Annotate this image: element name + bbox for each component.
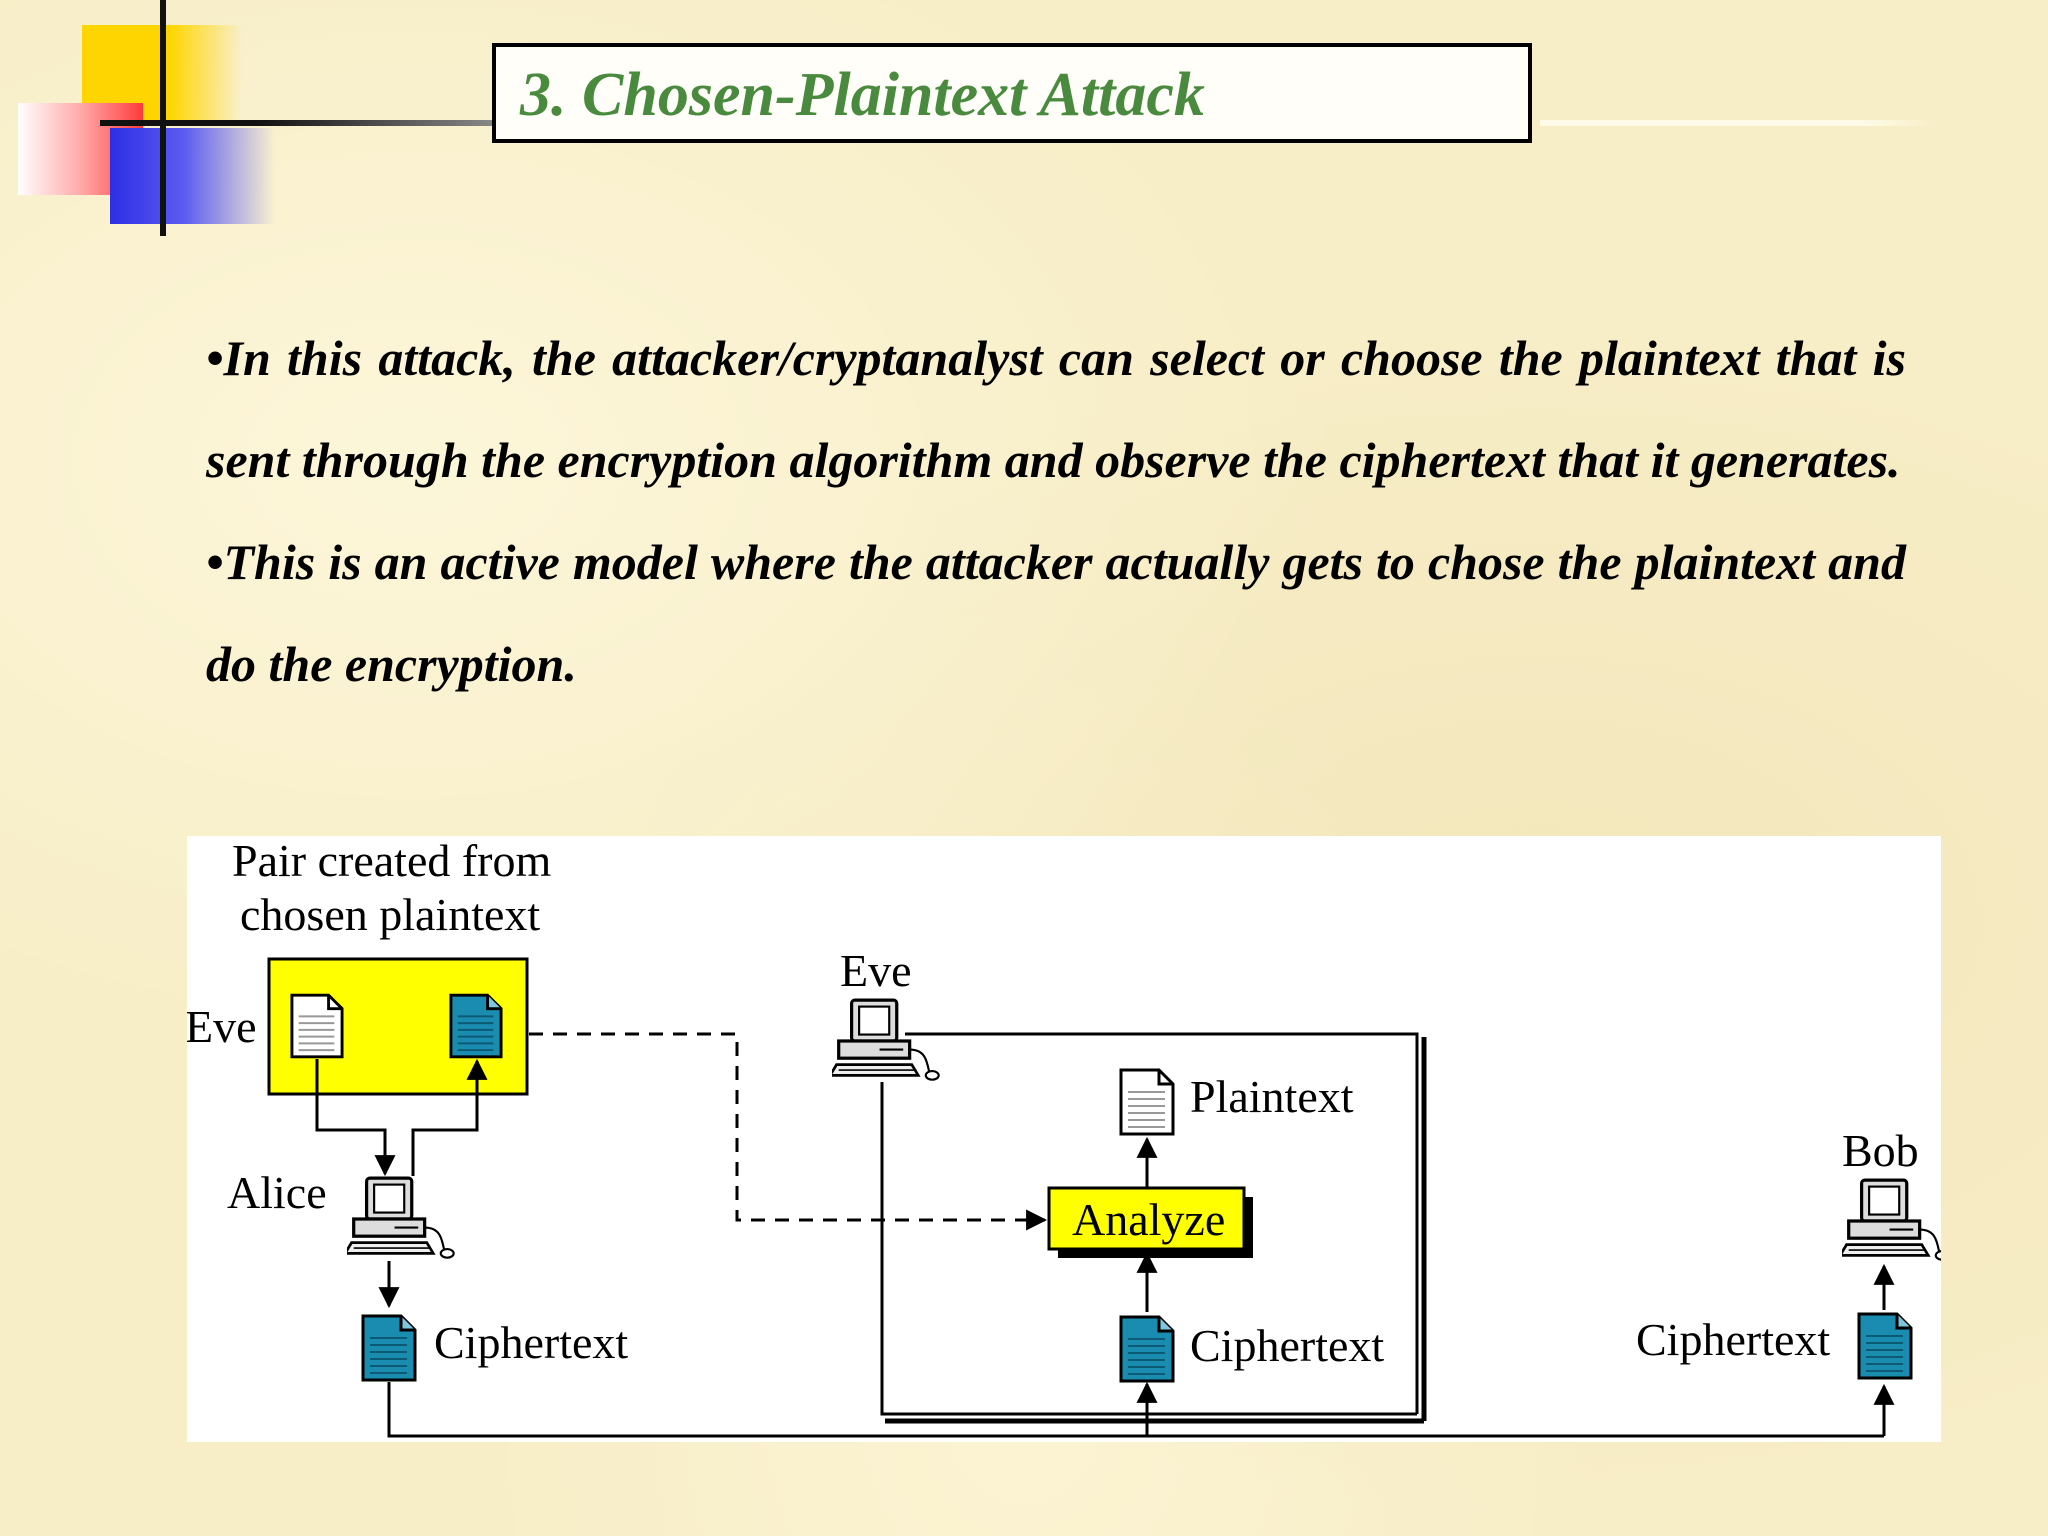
bullet-1: •In this attack, the attacker/cryptanaly… [206,330,1906,488]
ciphertext-label-right: Ciphertext [1636,1314,1830,1365]
alice-label: Alice [227,1167,327,1218]
ciphertext-doc-right-icon [1857,1312,1913,1380]
analyze-box [1047,1186,1246,1251]
slide-body: •In this attack, the attacker/cryptanaly… [206,307,1906,715]
decor-blue-square [110,128,275,224]
bob-label: Bob [1842,1125,1919,1176]
analyze-label: Analyze [1072,1194,1225,1245]
eve-computer-icon [832,998,940,1082]
pair-label-line1: Pair created from [232,836,552,886]
eve-label-top: Eve [840,945,912,996]
decor-vertical-line [160,0,166,236]
title-box: 3. Chosen-Plaintext Attack [492,43,1532,143]
alice-computer-icon [347,1176,455,1260]
decor-horizontal-line-right [1540,120,1940,126]
bob-computer-icon [1842,1178,1941,1262]
ciphertext-label-left: Ciphertext [434,1317,628,1368]
plaintext-doc-mid-icon [1119,1068,1175,1136]
decor-horizontal-line [100,120,495,126]
plaintext-doc-icon [290,993,344,1059]
ciphertext-doc-mid-icon [1119,1315,1175,1383]
ciphertext-doc-icon [449,993,503,1059]
slide-title: 3. Chosen-Plaintext Attack [520,61,1205,129]
bullet-2: •This is an active model where the attac… [206,534,1906,692]
attack-diagram: Pair created from chosen plaintext Eve A… [187,836,1941,1442]
pair-label-line2: chosen plaintext [240,889,540,940]
ciphertext-doc-left-icon [361,1314,417,1382]
ciphertext-label-mid: Ciphertext [1190,1320,1384,1371]
eve-label-left: Eve [187,1001,257,1052]
plaintext-label: Plaintext [1190,1071,1354,1122]
